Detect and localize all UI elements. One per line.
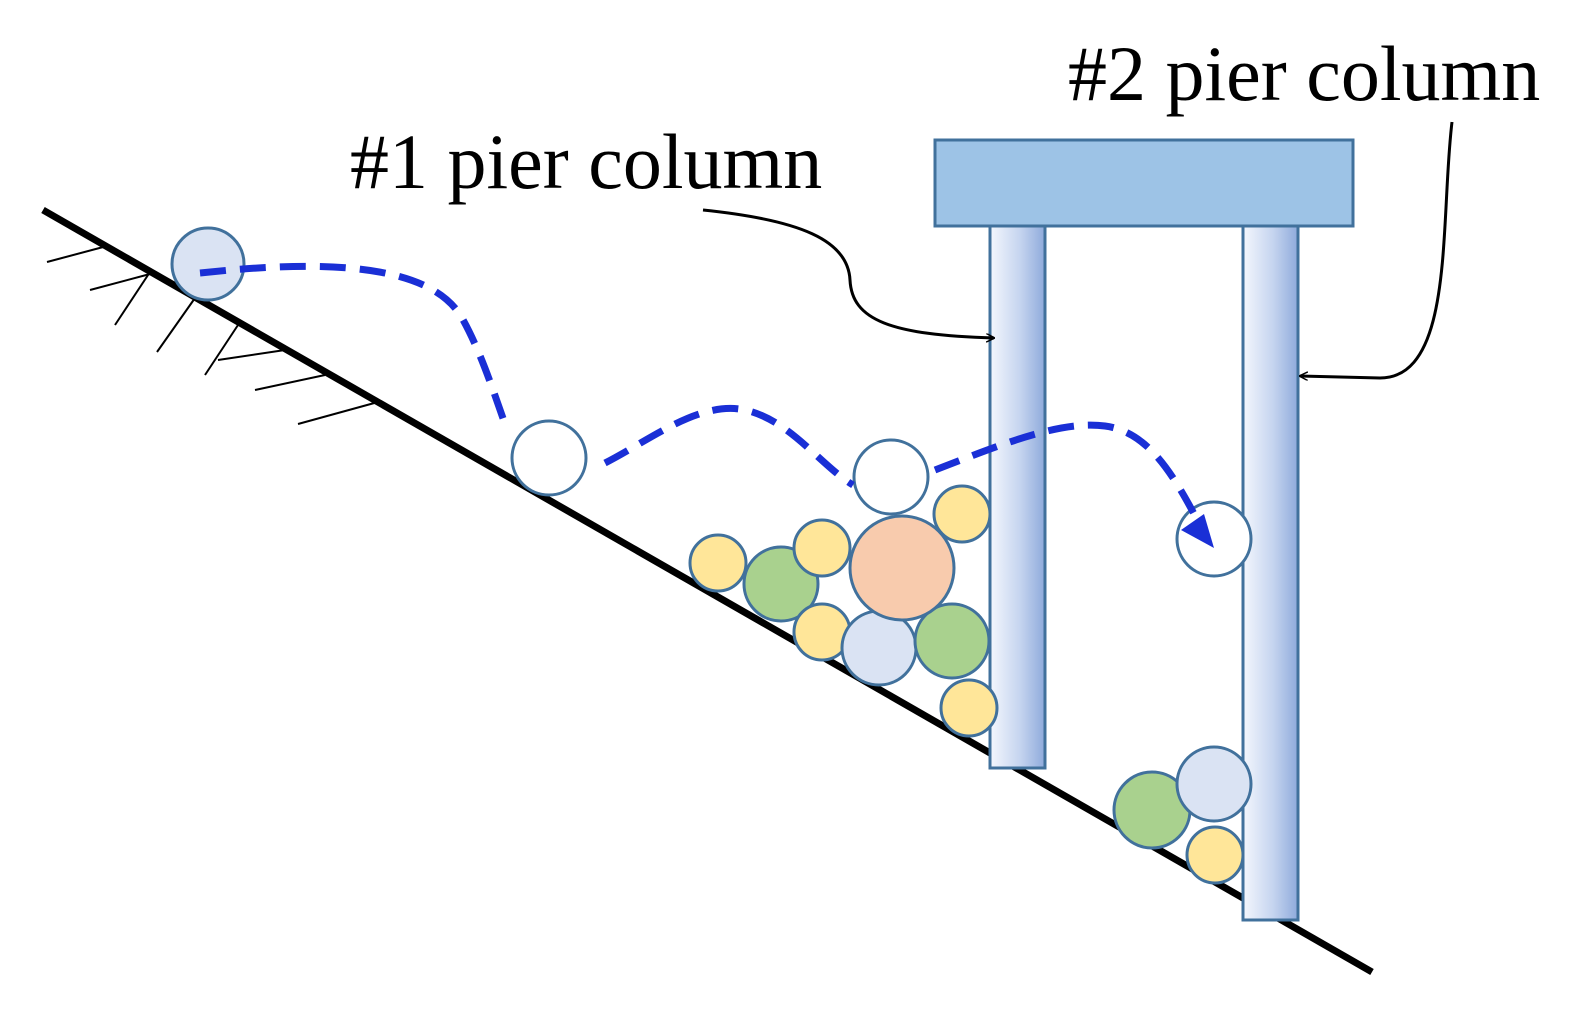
boulder [840, 609, 918, 687]
boulder [1175, 745, 1253, 823]
slope-line [41, 206, 1374, 976]
slope-hatching [46, 245, 379, 425]
pier-cap [933, 138, 1355, 228]
boulder-pile-1 [688, 438, 999, 738]
rock-final [1175, 500, 1253, 578]
boulder [939, 678, 999, 738]
pier-column-1 [988, 224, 1047, 770]
rock-start [170, 226, 246, 302]
boulder [1185, 825, 1245, 885]
leader-arrow-pier2 [1300, 121, 1454, 378]
label-pier1: #1 pier column [350, 118, 822, 205]
boulder [688, 533, 748, 593]
boulder [913, 602, 991, 680]
boulder [932, 484, 992, 544]
trajectory-path [199, 262, 1204, 527]
boulder [852, 438, 930, 516]
trajectory-arrowhead [1181, 514, 1214, 548]
boulder-pile-2 [1112, 745, 1253, 885]
pier-column-2 [1241, 224, 1300, 922]
leader-arrow-pier1 [702, 208, 994, 338]
boulder [792, 518, 852, 578]
boulder [848, 514, 956, 622]
rock-bounce-1 [510, 419, 588, 497]
label-pier2: #2 pier column [1068, 30, 1540, 117]
